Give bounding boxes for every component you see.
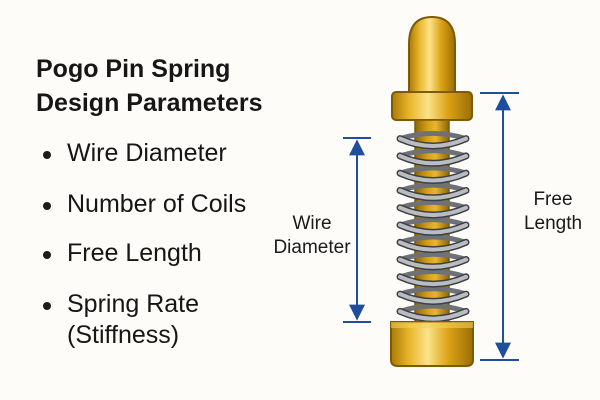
spring-coil-highlight: [398, 223, 468, 235]
spring-coil: [396, 130, 470, 323]
bullet-icon: [43, 251, 51, 259]
title-line-1: Pogo Pin Spring: [36, 55, 231, 83]
free-label-line-1: Free: [533, 189, 573, 210]
free-label-line-2: Length: [523, 213, 583, 234]
free-length-dimension: [480, 92, 519, 361]
spring-coil-back: [397, 251, 469, 263]
spring-coil-back: [397, 148, 469, 159]
spring-coil-back: [397, 269, 469, 280]
spring-coil-back: [397, 165, 469, 176]
spring-coil-back: [397, 303, 469, 314]
parameter-number-of-coils: Number of Coils: [40, 189, 246, 220]
spring-coil-highlight: [398, 292, 468, 304]
parameter-wire-diameter: Wire Diameter: [40, 138, 227, 169]
parameter-label-continued: (Stiffness): [67, 321, 180, 349]
parameter-spring-rate: Spring Rate (Stiffness): [40, 289, 199, 351]
page-title: Pogo Pin Spring Design Parameters: [36, 52, 336, 120]
plunger-tip: [408, 15, 456, 93]
spring-coil-highlight: [398, 153, 468, 166]
spring-coil-highlight: [398, 188, 468, 200]
spring-coil-back: [397, 199, 469, 211]
free-length-label: Free Length: [508, 188, 598, 236]
wire-diameter-dimension: [343, 137, 371, 323]
bullet-icon: [43, 151, 51, 159]
wire-label-line-2: Diameter: [273, 237, 351, 258]
spring-coil-highlight: [398, 136, 468, 148]
spring-coil-highlight: [398, 274, 468, 287]
bullet-icon: [43, 202, 51, 210]
parameter-label: Number of Coils: [67, 190, 247, 218]
spring-coil-back: [397, 234, 469, 245]
spring-coil-highlight: [398, 171, 468, 183]
spring-coil-highlight: [398, 309, 468, 321]
spring-coil-back: [397, 182, 469, 193]
bottom-barrel: [390, 321, 474, 367]
spring-coil-highlight: [398, 205, 468, 217]
parameter-label: Spring Rate: [67, 290, 200, 318]
parameter-label: Free Length: [67, 239, 202, 267]
parameter-free-length: Free Length: [40, 238, 202, 269]
top-collar: [391, 91, 473, 121]
wire-label-line-1: Wire: [292, 213, 332, 234]
spring-coil-back: [397, 130, 469, 142]
wire-diameter-label: Wire Diameter: [262, 212, 362, 260]
spring-coil-highlight: [398, 257, 468, 269]
spring-coil-highlight: [398, 240, 468, 252]
spring-coil-back: [397, 217, 469, 228]
parameter-label: Wire Diameter: [67, 139, 227, 167]
title-line-2: Design Parameters: [36, 89, 263, 117]
bullet-icon: [43, 302, 51, 310]
spring-coil-back: [397, 286, 469, 297]
